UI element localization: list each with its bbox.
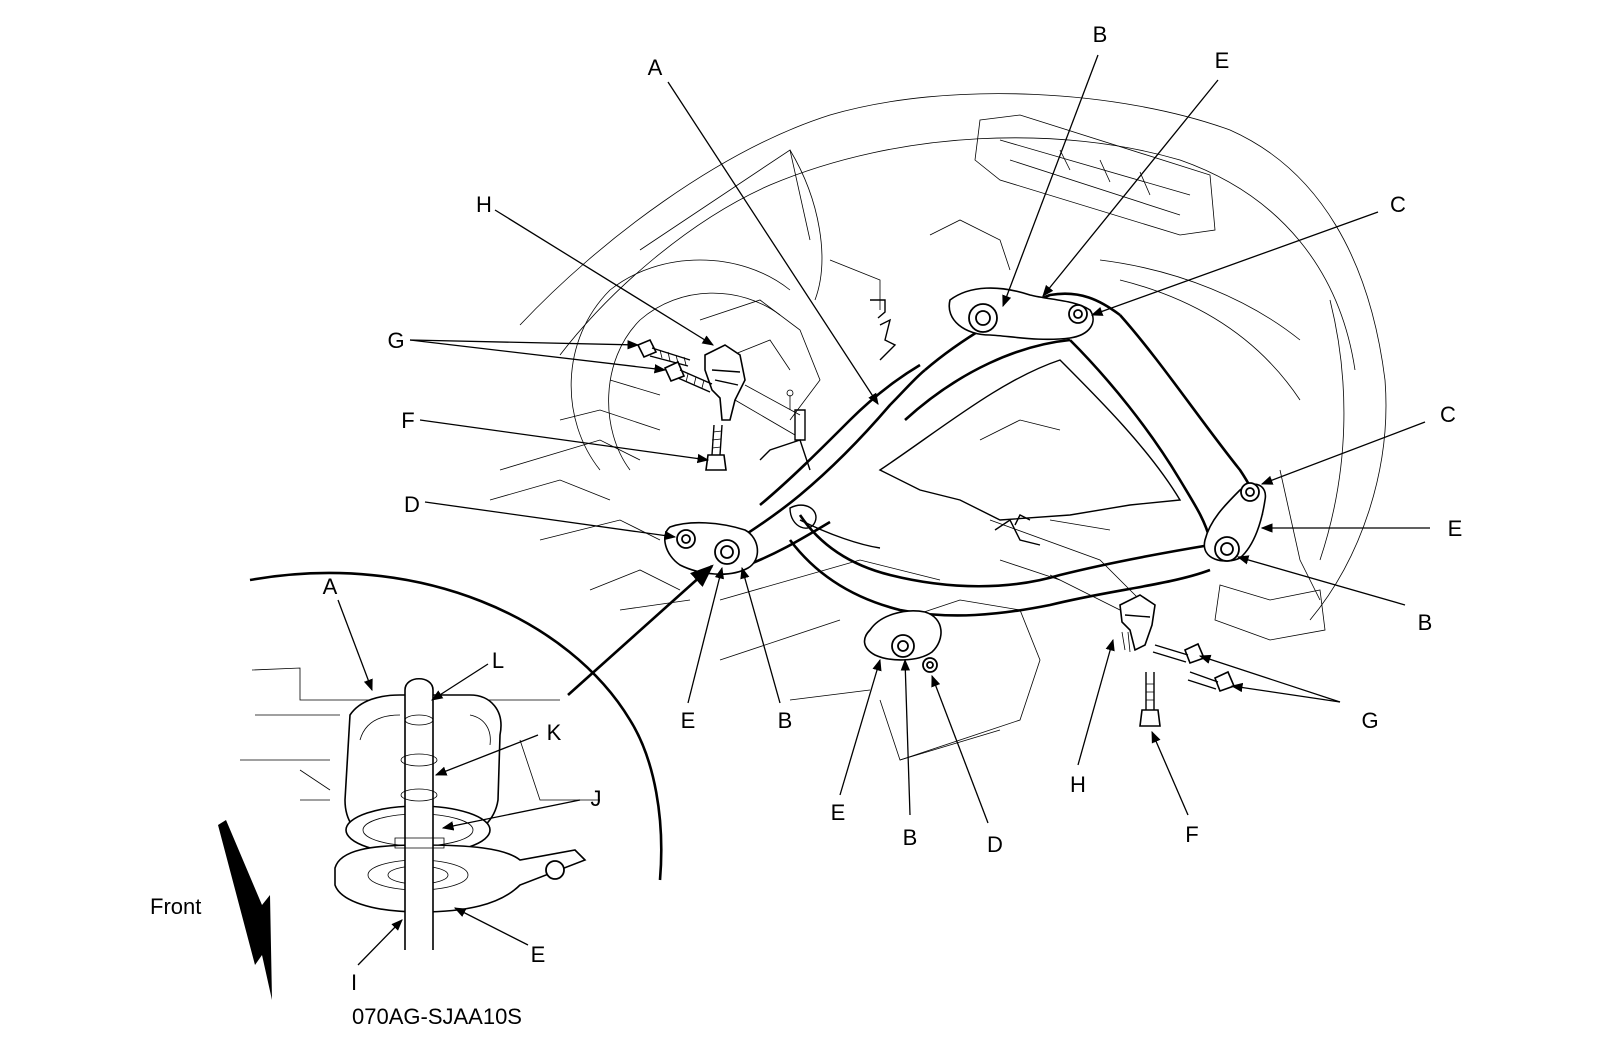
callout-g-left: G <box>387 328 404 353</box>
callout-j-detail: J <box>591 786 602 811</box>
bolt-f-right <box>1139 672 1161 727</box>
mount-bolt-c-top <box>1068 304 1088 324</box>
callout-a-detail: A <box>323 574 338 599</box>
bolt-f-left <box>705 424 727 471</box>
callout-b-left-bottom: B <box>778 708 793 733</box>
callout-e-top: E <box>1215 48 1230 73</box>
callout-d-center: D <box>987 832 1003 857</box>
leader-lines <box>337 54 1430 966</box>
vehicle-underbody <box>489 93 1387 761</box>
callout-f-left: F <box>401 408 414 433</box>
detail-view <box>240 564 714 950</box>
callout-d-left: D <box>404 492 420 517</box>
mount-bolt-b-right <box>1214 536 1240 562</box>
mount-bolt-d-left <box>676 529 696 549</box>
mount-bolt-d-center <box>922 657 938 673</box>
callout-e-left-bottom: E <box>681 708 696 733</box>
bolt-g-right-2 <box>1187 670 1236 693</box>
mount-bolt-c-right <box>1240 482 1260 502</box>
callout-l-detail: L <box>492 648 504 673</box>
bolt-g-left-2 <box>663 360 713 393</box>
callout-c-right: C <box>1440 402 1456 427</box>
front-direction-arrow <box>218 820 272 1000</box>
stiffener-bracket-left <box>704 344 806 441</box>
callout-b-top: B <box>1093 22 1108 47</box>
callout-a-top: A <box>648 55 663 80</box>
callout-b-center: B <box>903 825 918 850</box>
callout-i-detail: I <box>351 970 357 995</box>
mount-bolt-b-center <box>891 634 915 658</box>
callout-c-upper: C <box>1390 192 1406 217</box>
callout-b-right: B <box>1418 610 1433 635</box>
callout-labels: A B E C H G F D E B C E B E B D H F G A … <box>150 22 1462 1029</box>
callout-e-detail: E <box>531 942 546 967</box>
stiffener-bracket-right <box>1049 574 1156 653</box>
callout-f-right: F <box>1185 822 1198 847</box>
front-subframe <box>664 287 1267 661</box>
callout-e-center: E <box>831 800 846 825</box>
bolt-g-right-1 <box>1152 642 1206 665</box>
front-label: Front <box>150 894 201 919</box>
figure-code: 070AG-SJAA10S <box>352 1004 522 1029</box>
callout-h-left: H <box>476 192 492 217</box>
mount-bolt-b-top <box>968 303 998 333</box>
callout-k-detail: K <box>547 720 562 745</box>
bolt-g-left-1 <box>636 338 691 367</box>
mount-points <box>676 303 1260 673</box>
callout-g-right: G <box>1361 708 1378 733</box>
callout-e-right: E <box>1448 516 1463 541</box>
callout-h-right: H <box>1070 772 1086 797</box>
mount-bolt-b-left <box>714 539 740 565</box>
